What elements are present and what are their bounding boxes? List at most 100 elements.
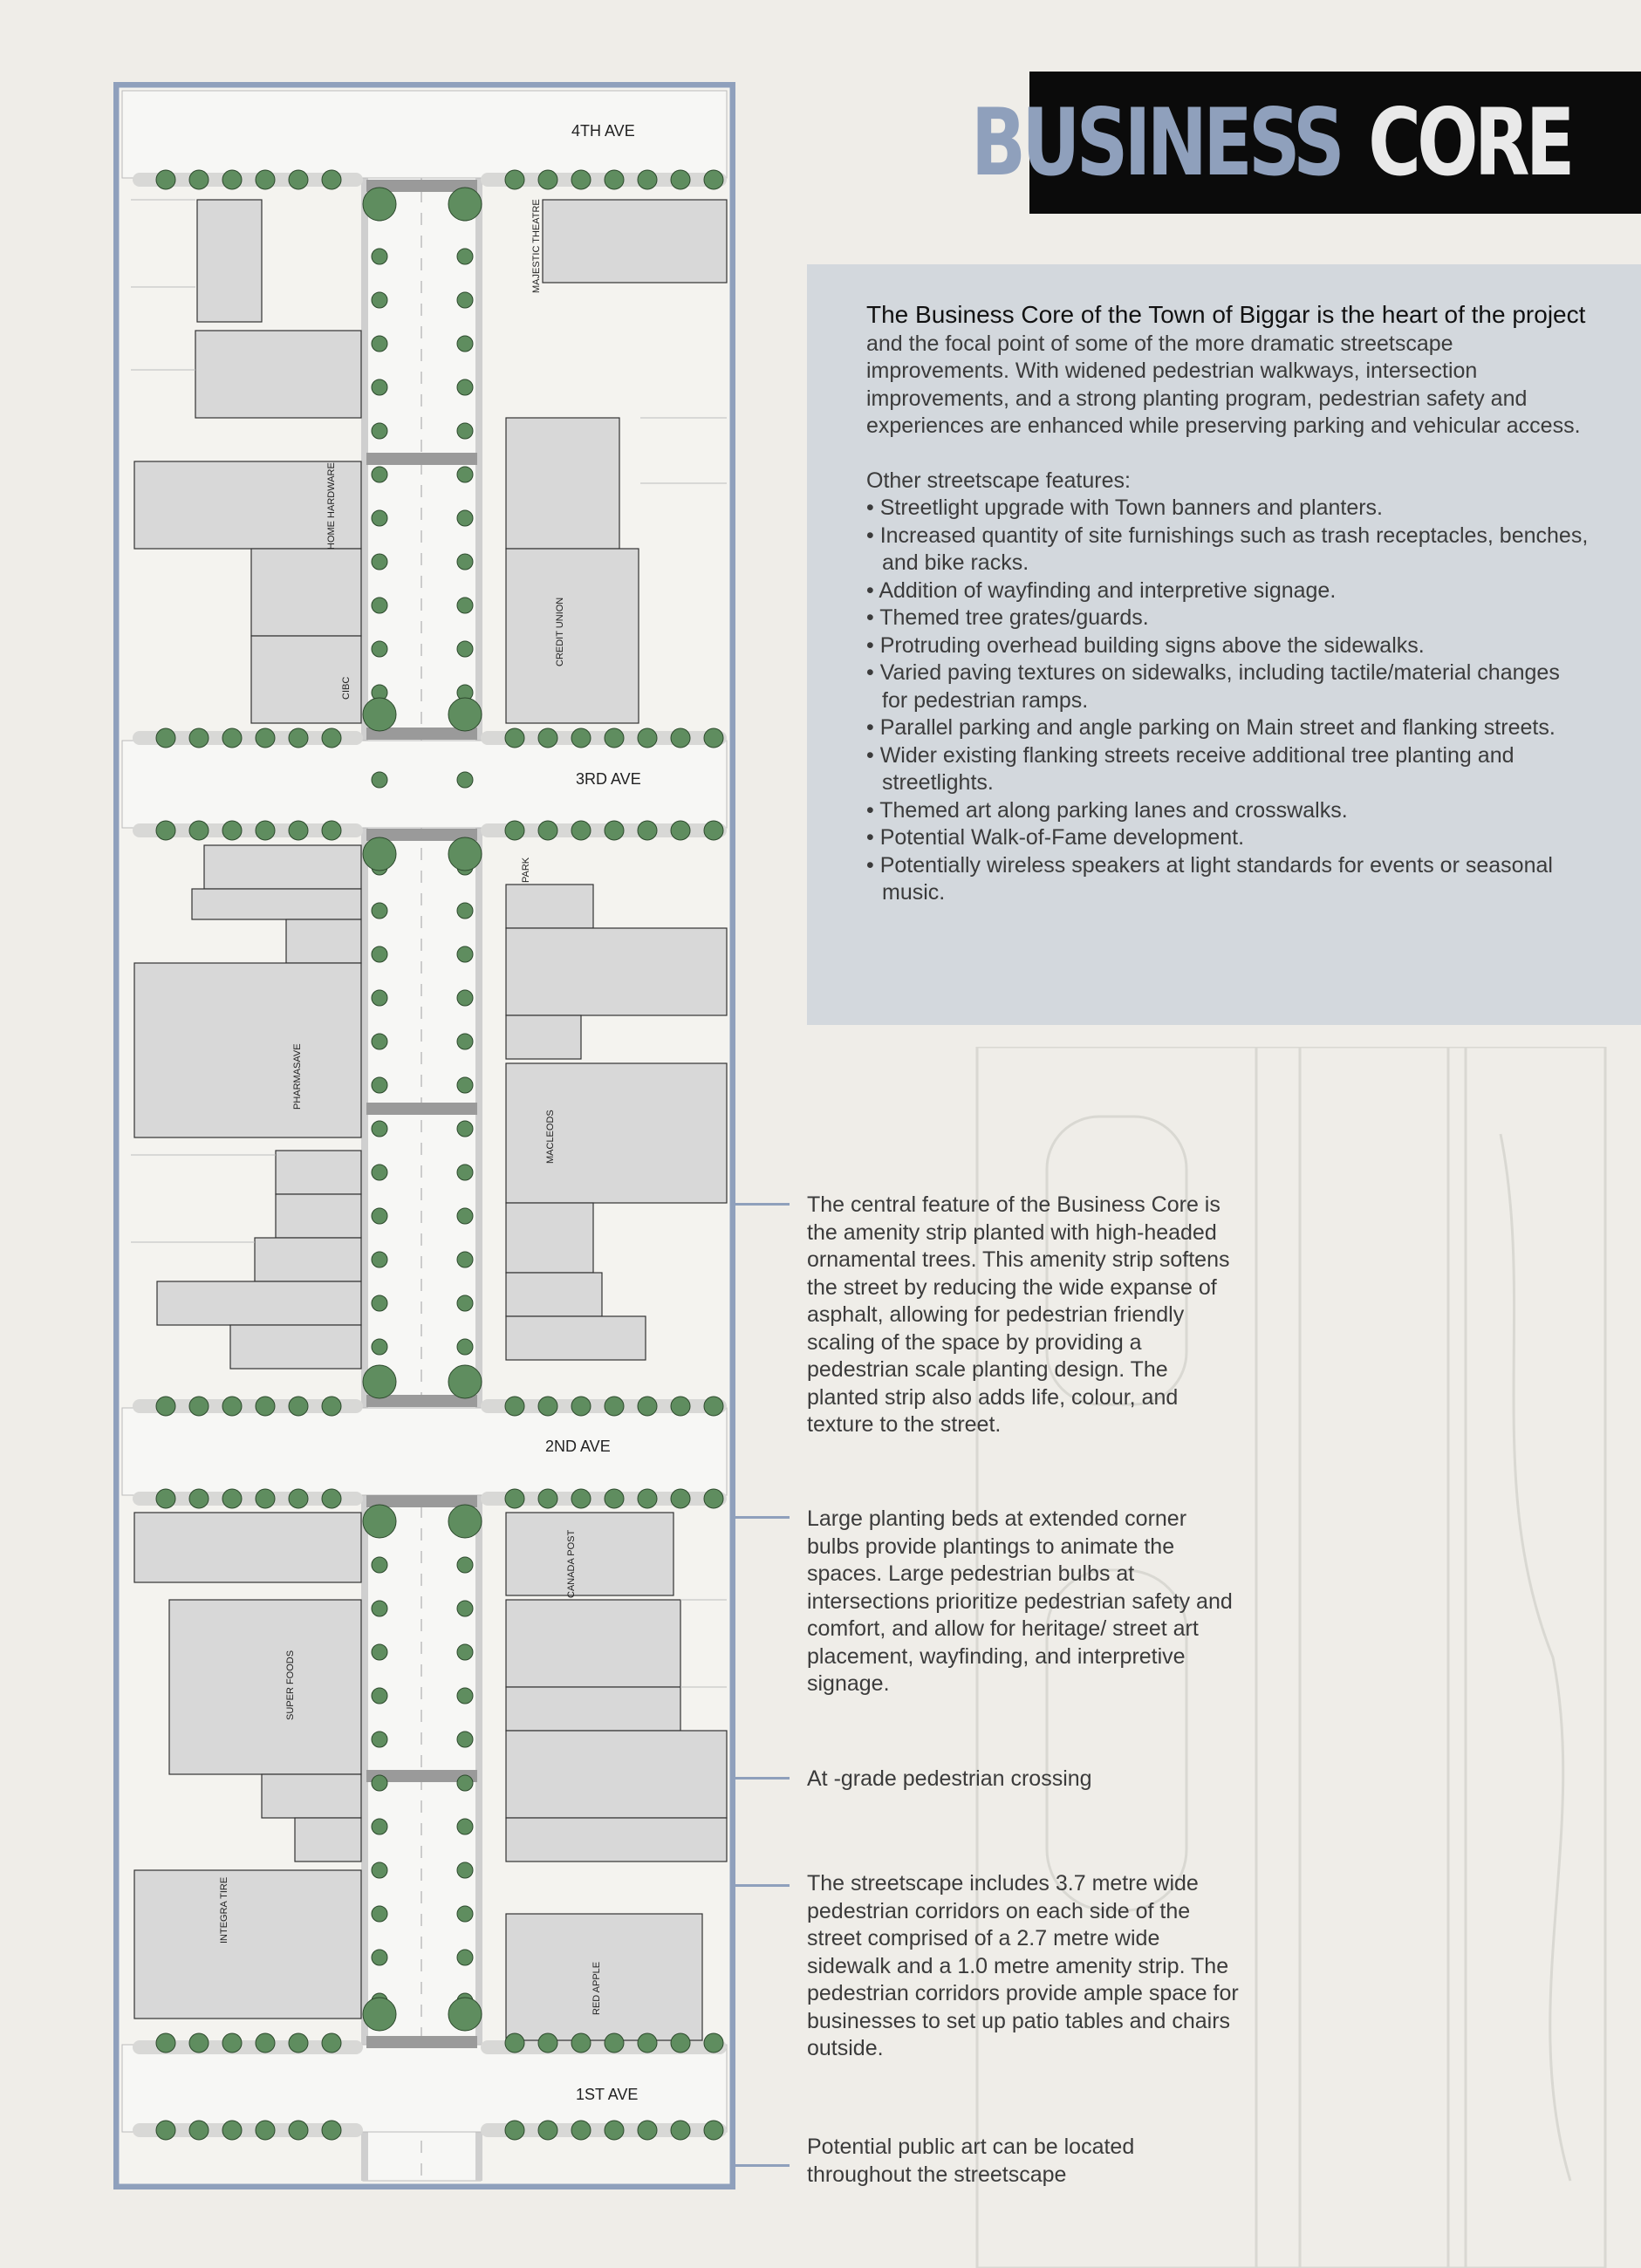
buildings-left	[133, 199, 362, 2019]
tree-icon	[155, 2032, 176, 2053]
tree-icon	[371, 1905, 388, 1923]
bldg-label-red-apple: RED APPLE	[591, 1962, 602, 2015]
tree-icon	[703, 1488, 724, 1509]
tree-icon	[371, 1120, 388, 1137]
tree-icon	[448, 1504, 482, 1539]
tree-icon	[155, 1488, 176, 1509]
bldg-label-credit-union: CREDIT UNION	[555, 598, 565, 666]
tree-icon	[188, 728, 209, 748]
tree-icon	[504, 2032, 525, 2053]
tree-icon	[222, 169, 243, 190]
tree-icon	[155, 728, 176, 748]
tree-icon	[537, 1488, 558, 1509]
tree-icon	[222, 1488, 243, 1509]
callout-crossing: At -grade pedestrian crossing	[807, 1766, 1092, 1791]
plan-border	[113, 82, 735, 2189]
tree-icon	[288, 1488, 309, 1509]
tree-icon	[362, 697, 397, 732]
tree-icon	[456, 946, 474, 963]
tree-icon	[371, 1731, 388, 1748]
tree-icon	[537, 2120, 558, 2141]
tree-icon	[371, 335, 388, 352]
tree-icon	[371, 1556, 388, 1574]
tree-icon	[288, 728, 309, 748]
tree-icon	[670, 1396, 691, 1417]
tree-icon	[155, 1396, 176, 1417]
feature-item: Themed tree grates/guards.	[866, 605, 1589, 632]
tree-icon	[371, 1295, 388, 1312]
tree-icon	[321, 2120, 342, 2141]
feature-item: Wider existing flanking streets receive …	[866, 742, 1589, 797]
tree-icon	[321, 820, 342, 841]
tree-icon	[371, 1338, 388, 1356]
tree-icon	[321, 1396, 342, 1417]
tree-icon	[371, 509, 388, 527]
tree-icon	[362, 1364, 397, 1399]
tree-icon	[371, 597, 388, 614]
tree-icon	[703, 169, 724, 190]
tree-icon	[456, 466, 474, 483]
tree-icon	[571, 2120, 591, 2141]
tree-icon	[456, 509, 474, 527]
tree-icon	[456, 1905, 474, 1923]
tree-icon	[537, 1396, 558, 1417]
tree-icon	[456, 597, 474, 614]
tree-icon	[188, 2032, 209, 2053]
intro-paragraph: The Business Core of the Town of Biggar …	[866, 301, 1589, 441]
tree-icon	[362, 1997, 397, 2032]
features-list: Streetlight upgrade with Town banners an…	[866, 495, 1589, 907]
tree-icon	[371, 1774, 388, 1792]
tree-icon	[371, 1818, 388, 1835]
tree-icon	[371, 1207, 388, 1225]
tree-icon	[504, 728, 525, 748]
tree-icon	[604, 2032, 625, 2053]
bldg-label-macleods: MACLEODS	[545, 1110, 556, 1164]
tree-icon	[456, 989, 474, 1007]
tree-icon	[604, 1396, 625, 1417]
background-line-art	[975, 1047, 1607, 2268]
tree-icon	[637, 2120, 658, 2141]
tree-icon	[604, 820, 625, 841]
tree-icon	[571, 1488, 591, 1509]
tree-icon	[703, 2032, 724, 2053]
tree-icon	[362, 1504, 397, 1539]
bldg-label-majestic-theatre: MAJESTIC THEATRE	[531, 199, 542, 293]
callout-corridors: The streetscape includes 3.7 metre wide …	[807, 1871, 1239, 2060]
crosswalks	[366, 180, 477, 2048]
tree-icon	[537, 2032, 558, 2053]
tree-icon	[456, 291, 474, 309]
tree-icon	[456, 1731, 474, 1748]
tree-icon	[456, 553, 474, 570]
tree-icon	[448, 1997, 482, 2032]
feature-item: Protruding overhead building signs above…	[866, 632, 1589, 660]
tree-icon	[222, 2120, 243, 2141]
tree-icon	[362, 837, 397, 871]
tree-icon	[670, 169, 691, 190]
tree-icon	[155, 2120, 176, 2141]
title-word-1: BUSINESS	[971, 89, 1345, 196]
tree-icon	[288, 1396, 309, 1417]
tree-icon	[571, 2032, 591, 2053]
feature-item: Addition of wayfinding and interpretive …	[866, 577, 1589, 605]
tree-icon	[456, 335, 474, 352]
tree-icon	[456, 902, 474, 919]
tree-icon	[448, 187, 482, 222]
tree-icon	[537, 169, 558, 190]
tree-icon	[456, 1600, 474, 1617]
tree-icon	[456, 1295, 474, 1312]
lot-lines	[131, 199, 727, 1688]
tree-icon	[456, 1949, 474, 1966]
tree-icon	[222, 1396, 243, 1417]
tree-icon	[637, 728, 658, 748]
tree-icon	[222, 728, 243, 748]
bldg-label-cibc: CIBC	[341, 677, 352, 700]
tree-icon	[371, 946, 388, 963]
tree-icon	[371, 902, 388, 919]
features-heading: Other streetscape features:	[866, 468, 1131, 493]
bldg-label-canada-post: CANADA POST	[566, 1529, 577, 1598]
tree-icon	[448, 697, 482, 732]
tree-icon	[371, 1600, 388, 1617]
tree-icon	[456, 1338, 474, 1356]
tree-icon	[703, 2120, 724, 2141]
tree-icon	[456, 1556, 474, 1574]
